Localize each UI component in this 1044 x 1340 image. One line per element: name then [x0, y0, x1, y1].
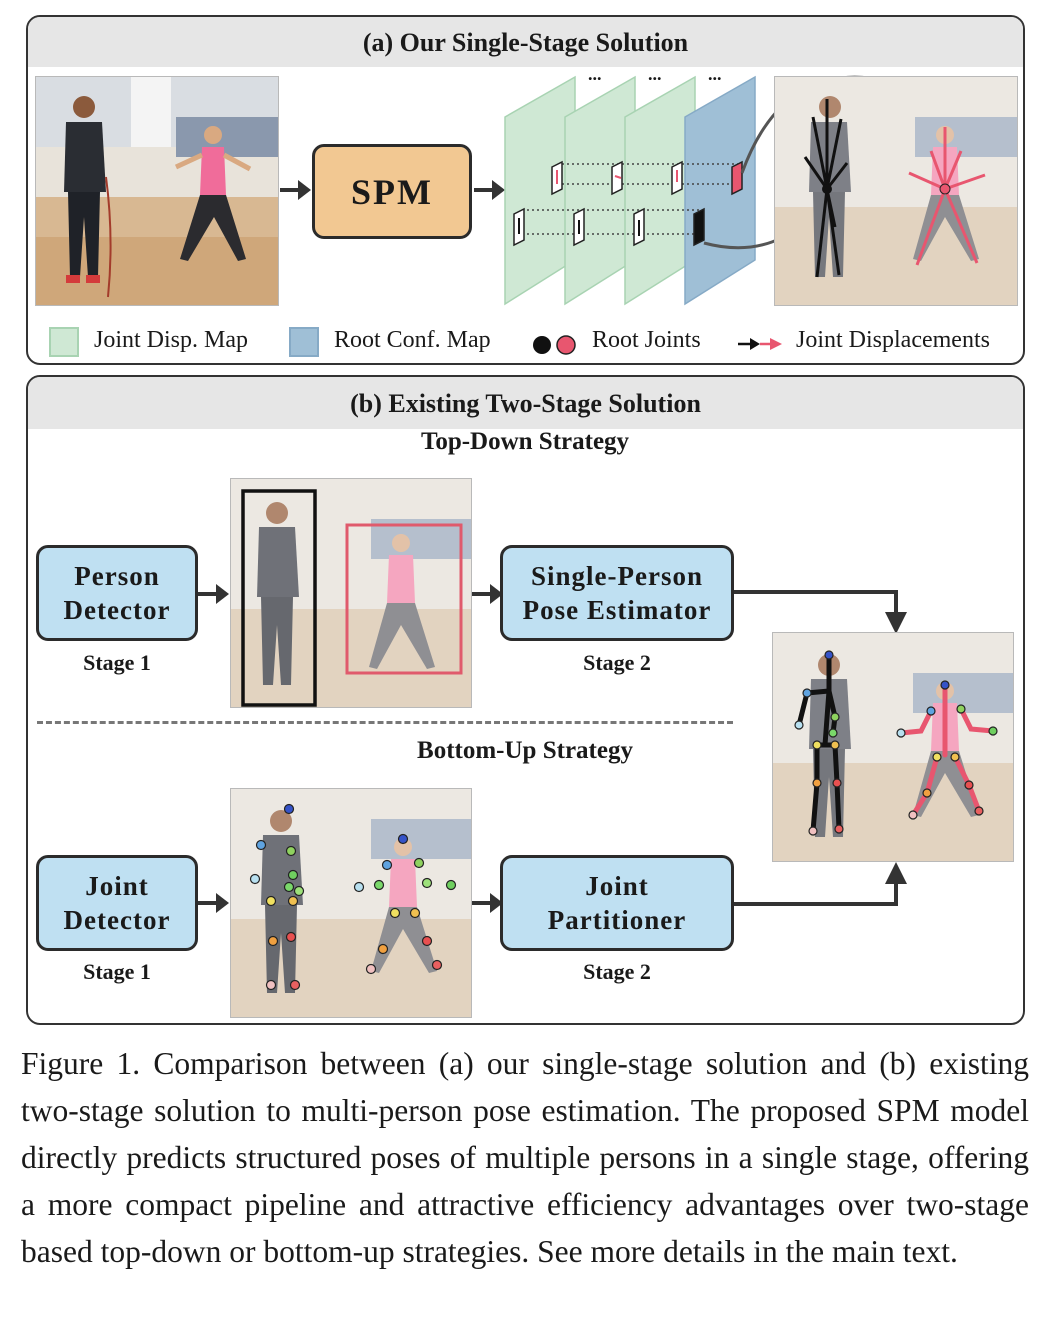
single-person-pose-estimator-box: Single-Person Pose Estimator [500, 545, 734, 641]
pose-estimator-line1: Single-Person [531, 561, 703, 591]
top-down-stage1-label: Stage 1 [83, 650, 151, 675]
person-detector-line1: Person [74, 561, 160, 591]
panel-a-title: (a) Our Single-Stage Solution [28, 17, 1023, 67]
result-pose-photo [772, 632, 1014, 862]
joint-detector-box: Joint Detector [36, 855, 198, 951]
person-detector-line2: Detector [63, 595, 171, 625]
joint-partitioner-line2: Partitioner [547, 905, 687, 935]
input-photo [35, 76, 279, 306]
person-detector-box: Person Detector [36, 545, 198, 641]
spm-box: SPM [312, 144, 472, 239]
joint-partitioner-line1: Joint [585, 871, 649, 901]
arrow-photo-to-pose-estimator [472, 584, 503, 604]
top-down-heading: Top-Down Strategy [420, 428, 630, 455]
arrow-top-down-to-result [734, 590, 907, 634]
top-down-stage2-label: Stage 2 [583, 650, 651, 675]
map-dots-2: ... [648, 64, 662, 84]
bottom-up-heading: Bottom-Up Strategy [417, 737, 633, 764]
legend-joint-disp-swatch [49, 327, 79, 357]
pose-estimator-line2: Pose Estimator [522, 595, 712, 625]
legend-displacement-arrows-icon [738, 338, 782, 350]
joint-detector-line2: Detector [63, 905, 171, 935]
arrow-photo-to-partitioner [472, 893, 503, 913]
legend-joint-disp-label: Joint Disp. Map [94, 327, 249, 353]
bottom-up-stage2-label: Stage 2 [583, 959, 651, 984]
map-dots-1: ... [588, 64, 602, 84]
joint-detector-line1: Joint [85, 871, 149, 901]
root-joint-pink [731, 160, 743, 196]
bottom-up-photo [230, 788, 472, 1018]
legend-root-joints-label: Root Joints [592, 327, 701, 353]
bottom-up-stage1-label: Stage 1 [83, 959, 151, 984]
person-bbox-red [345, 523, 463, 675]
arrow-photo-to-spm [280, 180, 311, 200]
arrow-bottom-up-to-result [734, 862, 907, 906]
legend-root-conf-swatch [289, 327, 319, 357]
panel-b-title: (b) Existing Two-Stage Solution [28, 377, 1023, 429]
legend-root-conf-label: Root Conf. Map [334, 327, 491, 353]
top-down-photo [230, 478, 472, 708]
person-bbox-black [241, 489, 317, 707]
spm-label: SPM [351, 171, 433, 212]
arrow-detector-to-photo [198, 584, 229, 604]
figure-caption: Figure 1. Comparison between (a) our sin… [21, 1046, 1029, 1269]
arrow-joint-detector-to-photo [198, 893, 229, 913]
strategy-divider [37, 721, 733, 724]
root-joint-black [693, 207, 705, 247]
joint-partitioner-box: Joint Partitioner [500, 855, 734, 951]
legend-root-joints-icon [533, 335, 576, 355]
map-dots-3: ... [708, 64, 722, 84]
arrow-spm-to-maps [474, 180, 505, 200]
legend-joint-displacements-label: Joint Displacements [796, 327, 990, 353]
output-pose-photo [774, 76, 1018, 306]
